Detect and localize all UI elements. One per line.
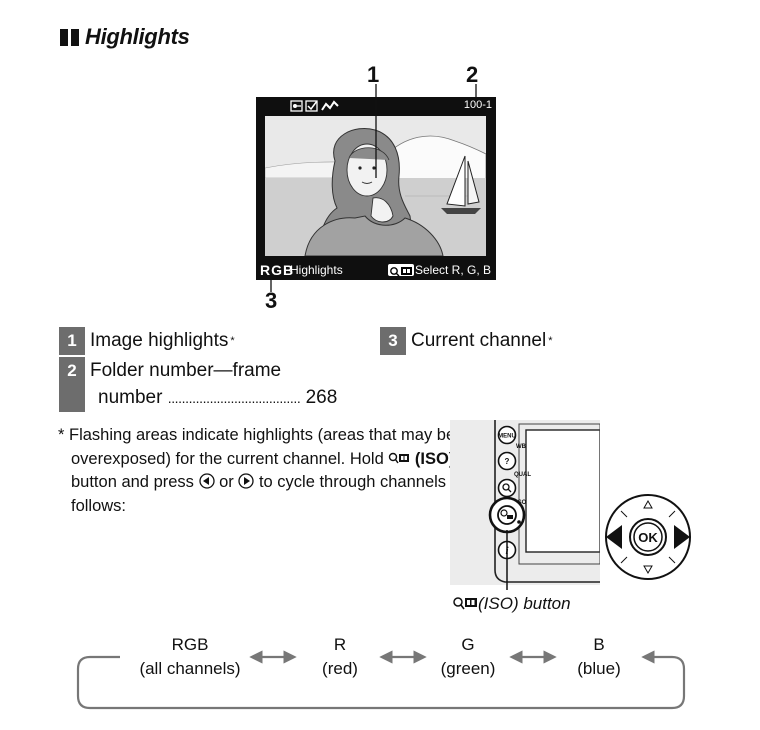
callout-lines [270, 84, 477, 292]
frame-number: 100-1 [463, 99, 492, 111]
footnote-text: overexposed) for the current channel. Ho… [71, 449, 389, 468]
callout-3: 3 [265, 288, 278, 313]
iso-label: ISO [516, 500, 527, 506]
ok-button-label: OK [638, 530, 658, 545]
display-mode-label: Highlights [290, 263, 343, 277]
legend-text-cont: number .................................… [90, 384, 337, 412]
svg-text:?: ? [505, 457, 510, 466]
cycle-label: B [593, 635, 605, 654]
heading-marker [71, 28, 79, 46]
legend-number: 3 [380, 327, 406, 355]
button-pointer-line [506, 530, 508, 590]
help-protect-button[interactable]: ? [497, 451, 517, 476]
callout-1: 1 [367, 62, 380, 87]
cycle-item-rgb: RGB (all channels) [125, 633, 255, 681]
legend-text-wrap: Image highlights* [90, 327, 235, 355]
wb-label: WB [516, 444, 526, 450]
button-caption: (ISO) button [452, 594, 571, 614]
asterisk: * [548, 335, 553, 347]
playback-zoom-out-icon [389, 452, 410, 463]
footnote-text: or [214, 473, 239, 491]
channel-indicator: RGB [260, 262, 295, 278]
legend-item-3: 3 Current channel* [380, 327, 552, 355]
callout-2: 2 [466, 62, 479, 87]
playback-zoom-out-icon [388, 264, 414, 277]
playback-zoom-out-icon [453, 597, 477, 610]
cycle-diagram [76, 650, 686, 710]
footnote-text: button and press [71, 473, 199, 491]
legend-text-wrap: Folder number—frame number .............… [90, 357, 337, 412]
multi-selector[interactable]: OK [603, 491, 693, 588]
heading-marker [60, 28, 68, 46]
qual-label: QUAL [514, 472, 531, 478]
cycle-item-r: R (red) [300, 633, 380, 681]
cycle-sub: (blue) [577, 659, 621, 678]
page-reference[interactable]: 268 [305, 387, 338, 408]
asterisk: * [230, 335, 235, 347]
footnote-line: follows: [71, 496, 127, 515]
legend-item-1: 1 Image highlights* [59, 327, 235, 355]
multi-selector-left-icon [198, 473, 215, 489]
cycle-label: RGB [171, 635, 209, 654]
legend-text: Image highlights [90, 330, 229, 351]
camera-back-illustration: MENU WB ? QUAL ISO i [450, 420, 601, 590]
caption-text: (ISO) button [478, 594, 571, 613]
cycle-label: G [461, 635, 475, 654]
footnote-text: (ISO) [410, 449, 455, 468]
cycle-label: R [333, 635, 347, 654]
page-title: Highlights [85, 24, 190, 49]
footnote-line: * Flashing areas indicate highlights (ar… [58, 426, 456, 444]
legend-text: Current channel [411, 330, 547, 351]
footnote-line: button and press or to cycle through cha… [58, 471, 468, 495]
legend-number: 1 [59, 327, 85, 355]
legend-item-2: 2 Folder number—frame number ...........… [59, 357, 337, 412]
legend-text: Folder number—frame [90, 360, 282, 381]
cycle-item-g: G (green) [428, 633, 508, 681]
legend-text-wrap: Current channel* [411, 327, 552, 355]
leader-dots: ...................................... [167, 390, 301, 406]
legend-number: 2 [59, 357, 85, 412]
cycle-item-b: B (blue) [559, 633, 639, 681]
footnote-text: to cycle through channels as [254, 473, 469, 491]
zoom-in-qual-button[interactable] [497, 478, 517, 503]
menu-button-label: MENU [498, 434, 516, 440]
legend-text: number [98, 387, 163, 408]
footnote-line: overexposed) for the current channel. Ho… [58, 448, 454, 472]
cycle-sub: (green) [440, 659, 496, 678]
multi-selector-right-icon [238, 473, 255, 489]
section-heading: Highlights [60, 24, 190, 50]
cycle-sub: (all channels) [139, 659, 241, 678]
cycle-sub: (red) [322, 659, 358, 678]
protect-retouch-icons [290, 100, 339, 112]
footnote: * Flashing areas indicate highlights (ar… [58, 424, 468, 518]
menu-button[interactable]: MENU [497, 425, 517, 450]
channel-select-hint: Select R, G, B [415, 263, 492, 277]
